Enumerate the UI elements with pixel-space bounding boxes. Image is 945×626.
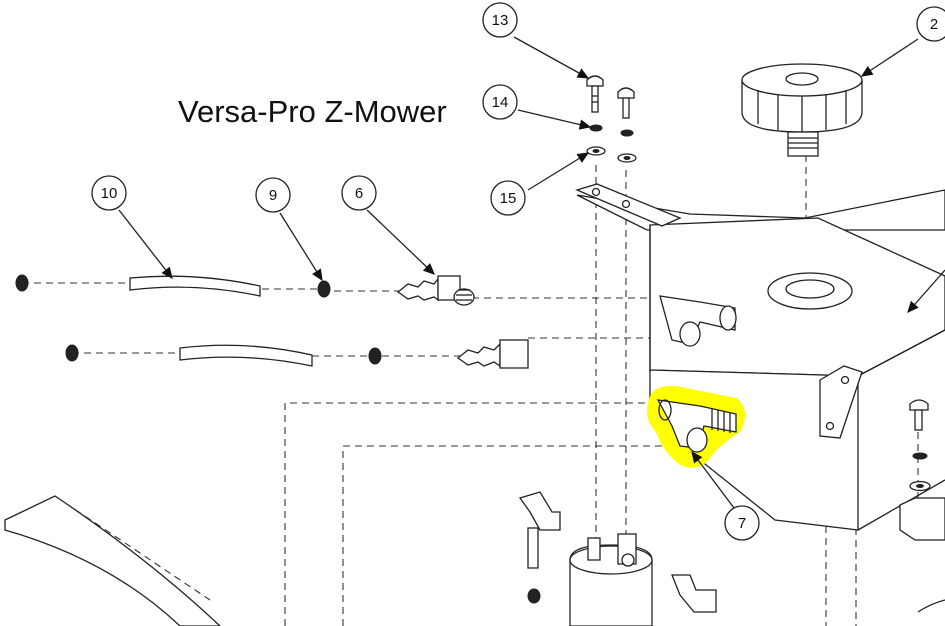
- right-clip: [899, 497, 945, 541]
- fuel-cap: [741, 63, 863, 157]
- barb-fitting-6-upper: [396, 275, 475, 306]
- fuel-filter-assembly: [518, 491, 717, 626]
- barb-fitting-lower: [456, 339, 529, 369]
- callout-14: 14: [482, 84, 518, 120]
- lock-washer-14-second: [620, 129, 634, 137]
- hose-clamp-lower-left: [65, 344, 79, 362]
- fuel-tank: [576, 189, 945, 531]
- callout-9: 9: [255, 177, 291, 213]
- svg-text:7: 7: [738, 515, 746, 532]
- deck-edge: [4, 495, 221, 626]
- side-bracket: [819, 365, 863, 439]
- svg-text:14: 14: [492, 94, 509, 111]
- callout-6: 6: [341, 175, 377, 211]
- callout-15: 15: [490, 180, 526, 216]
- diagram-title: Versa-Pro Z-Mower: [178, 94, 447, 129]
- svg-text:6: 6: [355, 185, 363, 202]
- bottom-right-callout-fragment: [917, 599, 945, 613]
- svg-text:13: 13: [492, 12, 509, 29]
- callout-7: 7: [724, 505, 760, 541]
- svg-text:9: 9: [269, 187, 277, 204]
- callout-2: 2: [916, 6, 945, 42]
- bolt-13: [586, 75, 604, 113]
- hose-10-upper: [129, 275, 261, 297]
- svg-text:10: 10: [101, 185, 118, 202]
- hose-clamp-upper-left: [15, 274, 29, 292]
- leader-lines: [118, 36, 945, 509]
- callout-10: 10: [91, 175, 127, 211]
- tank-elbow-upper: [659, 295, 737, 347]
- lock-washer-14: [589, 124, 603, 132]
- callout-13: 13: [482, 2, 518, 38]
- highlighted-fitting-7: [647, 385, 746, 468]
- hose-clamp-lower: [368, 347, 382, 365]
- bolt-13-second: [617, 87, 635, 119]
- right-bolt: [909, 399, 929, 431]
- hose-lower: [179, 344, 313, 367]
- svg-text:2: 2: [930, 16, 938, 33]
- hose-clamp-9-upper: [317, 280, 331, 298]
- svg-text:15: 15: [500, 190, 517, 207]
